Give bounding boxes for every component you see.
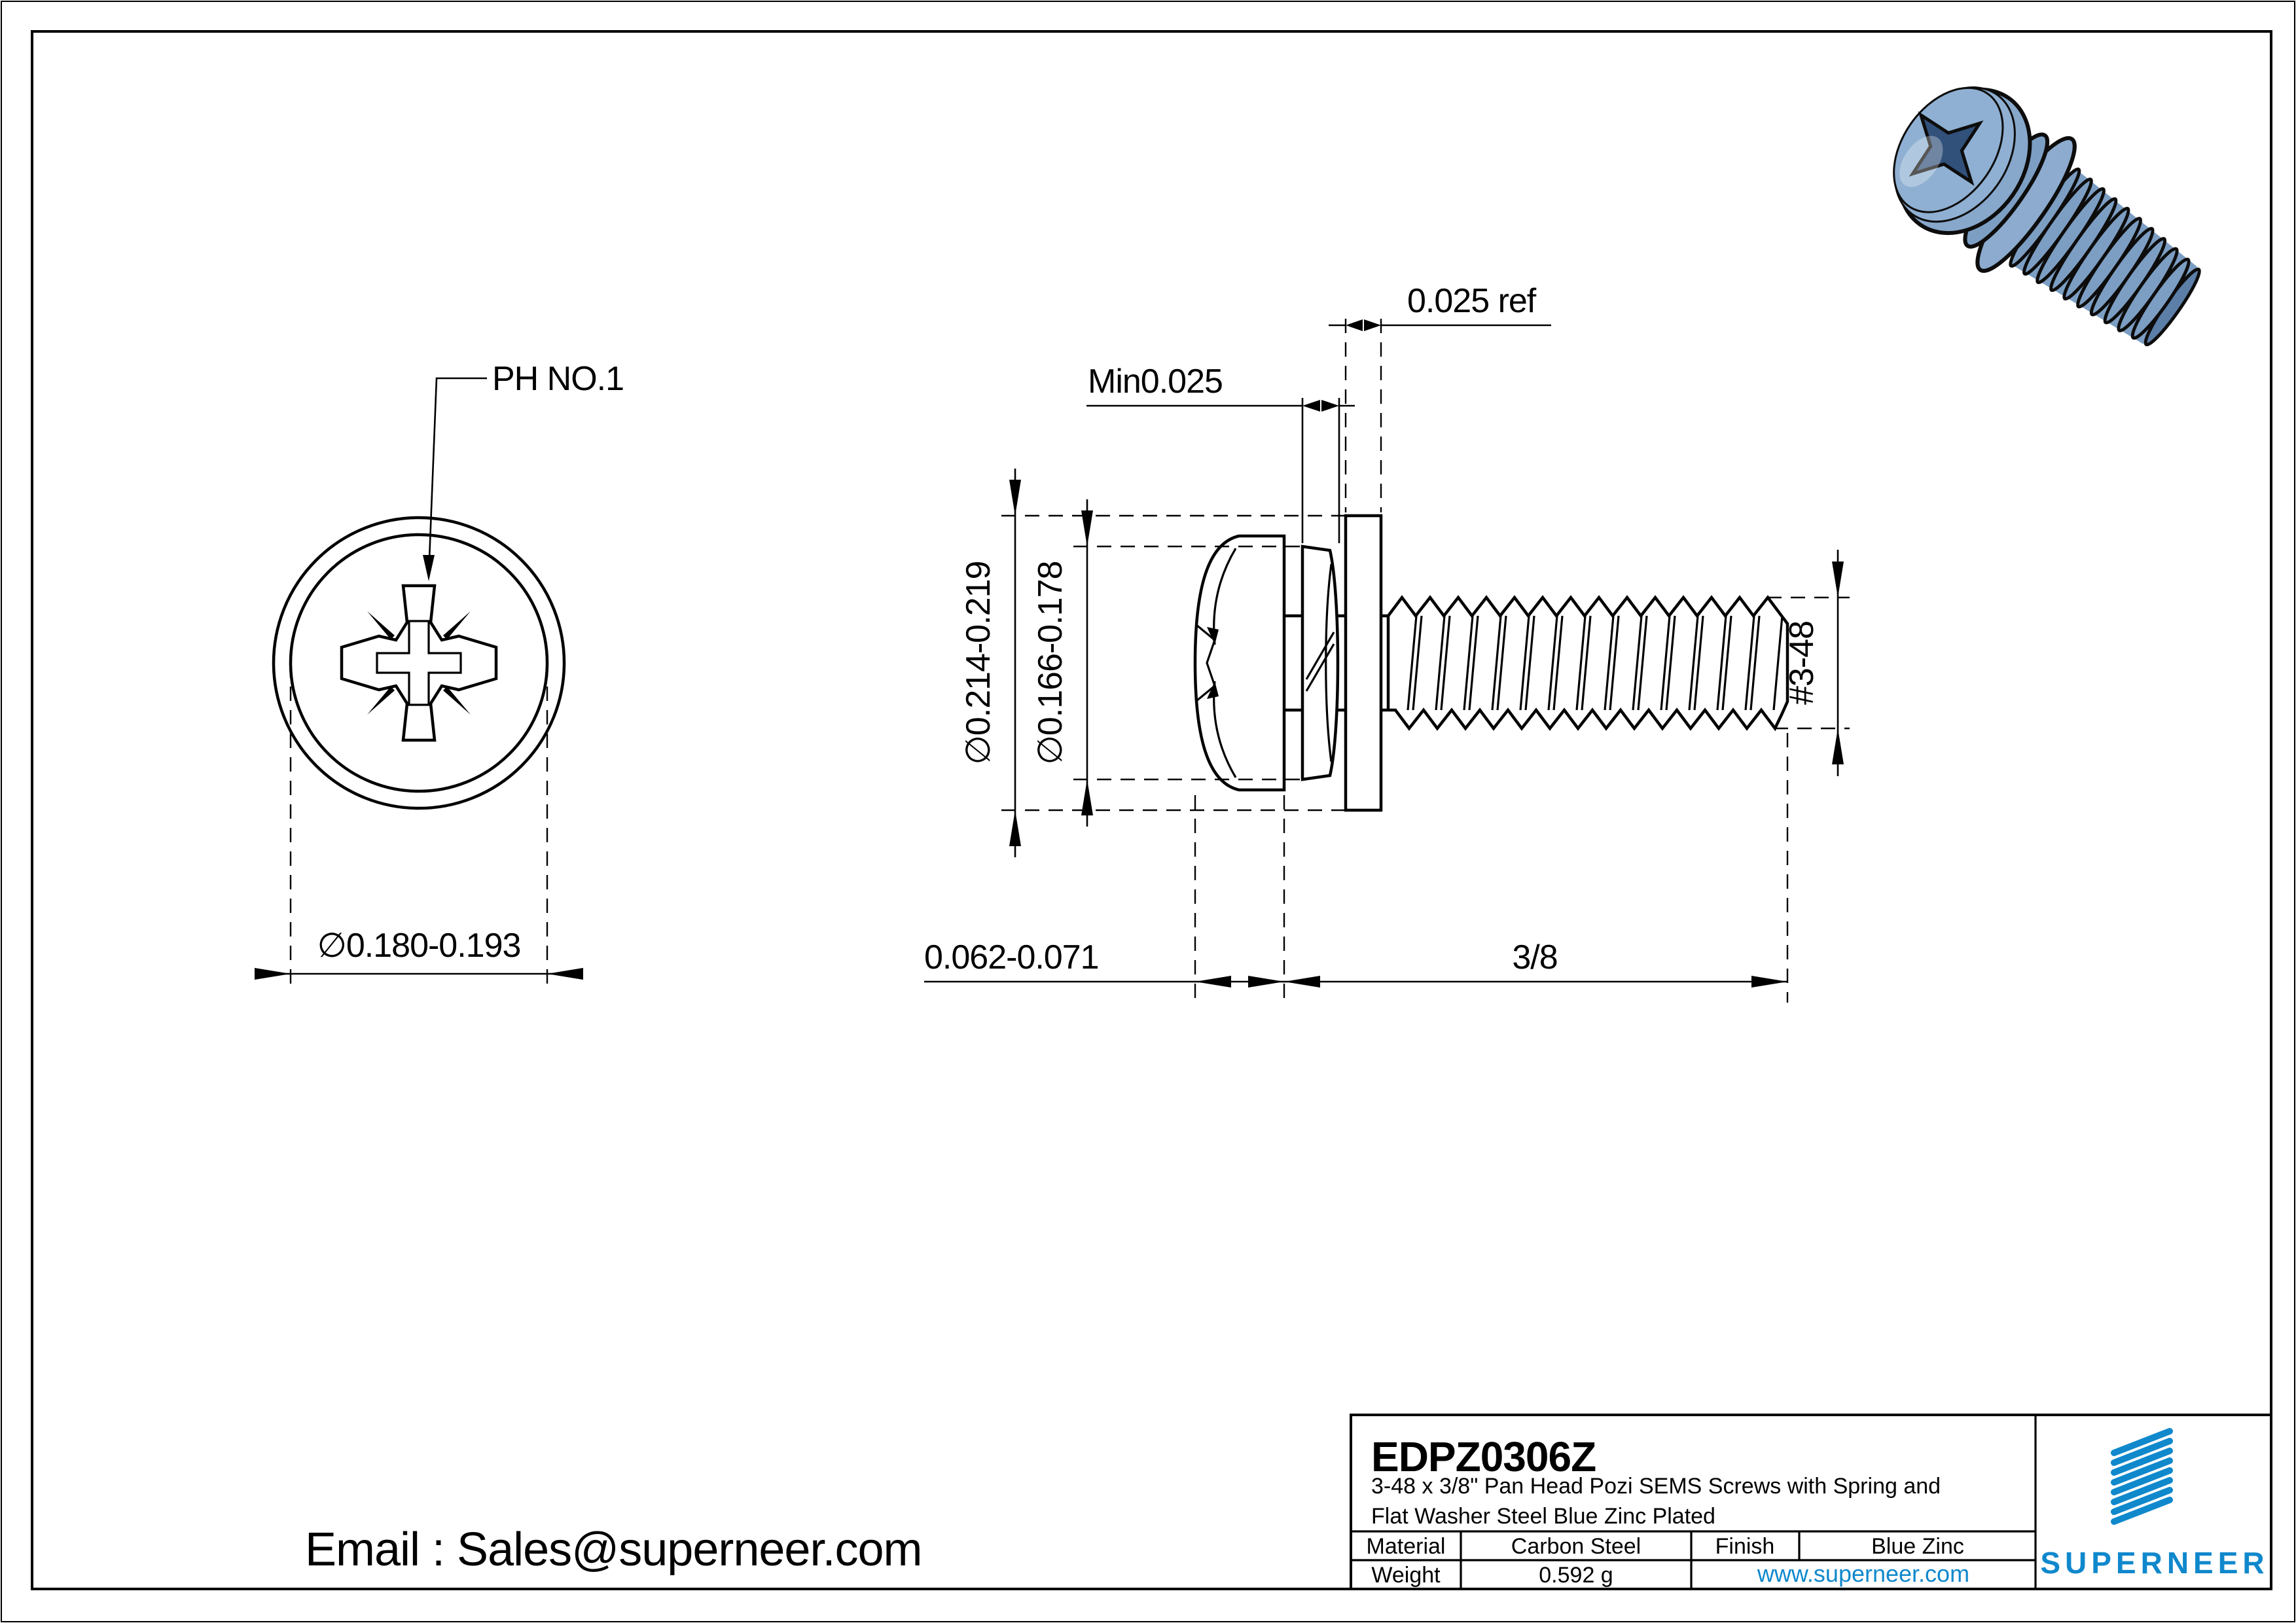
- pozi-recess: [340, 584, 498, 742]
- recess-label: PH NO.1: [492, 360, 624, 398]
- flat-washer-3d: [1975, 136, 2077, 273]
- flat-washer-od-dimension: ∅0.214-0.219: [960, 469, 1346, 857]
- website-link[interactable]: www.superneer.com: [1757, 1560, 1969, 1587]
- pozi-star-3d: [1909, 111, 1984, 186]
- thread-flank-lines-2: [1412, 615, 1761, 711]
- thread-flank-lines: [1407, 615, 1784, 711]
- title-block-grid: [1351, 1415, 2037, 1589]
- head-diameter-text: ∅0.180-0.193: [317, 927, 521, 965]
- description-line1: 3-48 x 3/8" Pan Head Pozi SEMS Screws wi…: [1371, 1474, 1941, 1499]
- thread-end-face: [1780, 615, 1789, 714]
- arrow-right: [547, 968, 583, 980]
- spring-thickness-dimension: Min0.025: [1086, 363, 1355, 543]
- thread-profile: [1386, 595, 1789, 732]
- finish-value: Blue Zinc: [1871, 1534, 1964, 1559]
- pozi-tick-se: [443, 687, 471, 715]
- contact-email: Email : Sales@superneer.com: [305, 1524, 922, 1576]
- weight-label: Weight: [1371, 1563, 1441, 1588]
- flat-washer-circle: [272, 516, 566, 810]
- recess-side-lines: [1195, 548, 1237, 778]
- screw-tip-3d: [2144, 267, 2201, 347]
- material-label: Material: [1367, 1534, 1446, 1559]
- material-value: Carbon Steel: [1511, 1534, 1641, 1559]
- brand-logo: [2111, 1428, 2173, 1525]
- description-line2: Flat Washer Steel Blue Zinc Plated: [1371, 1504, 1715, 1529]
- thread-size-text: #3-48: [1783, 621, 1821, 705]
- arrow-left: [255, 968, 291, 980]
- spring-washer-od-text: ∅0.166-0.178: [1031, 562, 1069, 765]
- title-block: EDPZ0306Z 3-48 x 3/8" Pan Head Pozi SEMS…: [1350, 1414, 2272, 1590]
- brand-wordmark: SUPERNEER: [2040, 1546, 2269, 1580]
- thread-crests-top: [1387, 595, 1783, 618]
- flat-thickness-text: 0.025 ref: [1407, 282, 1537, 320]
- front-view: PH NO.1 ∅0.180-0.193: [255, 360, 624, 985]
- render-3d: [1893, 86, 2201, 347]
- pozi-tick-nw: [367, 611, 395, 639]
- bottom-dimensions: 0.062-0.071 3/8: [924, 733, 1789, 1003]
- pozi-cross-inner: [376, 620, 462, 706]
- recess-callout: PH NO.1: [423, 360, 624, 581]
- part-number: EDPZ0306Z: [1371, 1433, 1596, 1480]
- flat-thickness-dimension: 0.025 ref: [1329, 282, 1551, 512]
- leader-line: [427, 377, 487, 577]
- thread-crests-bottom: [1388, 707, 1784, 732]
- drawing-frame: [31, 30, 2272, 1590]
- thread-length-text: 3/8: [1512, 938, 1557, 976]
- finish-label: Finish: [1715, 1534, 1775, 1559]
- flat-washer-profile: [1344, 514, 1383, 812]
- pozi-tick-ne: [443, 611, 471, 639]
- weight-value: 0.592 g: [1539, 1563, 1613, 1588]
- head-diameter-dimension: ∅0.180-0.193: [255, 663, 583, 985]
- spring-thickness-text: Min0.025: [1088, 363, 1223, 401]
- side-view: Min0.025 0.025 ref ∅0.214-0.219 ∅0.166-0…: [924, 282, 1850, 1003]
- pozi-tick-sw: [367, 687, 395, 715]
- screw-threads-3d: [2009, 167, 2191, 340]
- leader-arrowhead: [423, 555, 435, 581]
- head-height-text: 0.062-0.071: [924, 938, 1099, 976]
- flat-washer-od-text: ∅0.214-0.219: [960, 562, 997, 765]
- thread-size-dimension: #3-48: [1767, 550, 1850, 776]
- screw-head-3d: [1893, 86, 2032, 236]
- spring-washer-od-dimension: ∅0.166-0.178: [1031, 499, 1302, 827]
- pan-head-profile: [1193, 534, 1286, 792]
- spring-washer-profile: [1300, 544, 1340, 781]
